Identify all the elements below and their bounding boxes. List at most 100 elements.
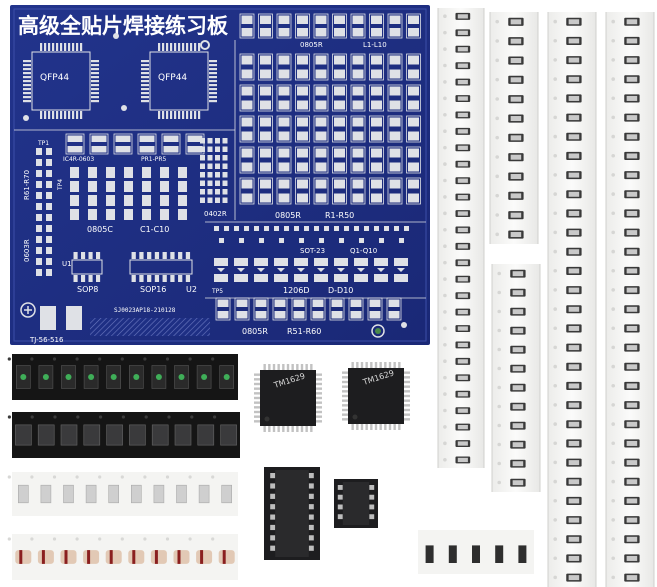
pad-outline xyxy=(350,84,366,112)
pad xyxy=(163,146,179,153)
pad xyxy=(297,69,308,79)
pad-outline xyxy=(350,115,366,143)
component-marking xyxy=(457,457,468,463)
component-marking xyxy=(626,306,638,312)
pin1-marker xyxy=(352,414,358,420)
pad xyxy=(297,100,308,110)
sop16-footprint xyxy=(129,252,193,282)
chip-pin xyxy=(388,362,392,368)
chip-pin xyxy=(254,406,260,409)
component-marking xyxy=(568,517,580,523)
chip-pin xyxy=(393,424,396,430)
capacitor-pad xyxy=(142,195,151,206)
component-marking xyxy=(568,325,580,331)
chip-pin xyxy=(254,415,260,418)
pad xyxy=(297,86,308,96)
qfp-pad xyxy=(91,84,99,87)
qfp-pad xyxy=(48,111,51,119)
capacitor-pad xyxy=(70,167,79,178)
capacitor-component xyxy=(63,484,74,504)
qfp-pad xyxy=(44,111,47,119)
pad xyxy=(139,146,155,153)
chip-pin xyxy=(254,392,260,395)
qfp-pad xyxy=(23,92,31,95)
diode-glass xyxy=(218,550,235,564)
component-marking xyxy=(626,134,638,140)
sop-pad xyxy=(139,252,144,259)
pad xyxy=(408,148,419,158)
chip-pin xyxy=(342,376,348,379)
sot23-component xyxy=(220,424,237,446)
pad-0402 xyxy=(207,189,213,195)
component-marking xyxy=(626,172,638,178)
chip-pin xyxy=(254,387,260,390)
pad xyxy=(260,148,271,158)
diode-pad xyxy=(214,274,228,282)
component-marking xyxy=(457,194,468,200)
capacitor-pad xyxy=(142,167,151,178)
sot-pad xyxy=(234,226,239,231)
chip-pin xyxy=(356,424,359,430)
pad xyxy=(352,100,364,110)
sprocket-hole xyxy=(443,145,447,150)
qfp-pad xyxy=(23,100,31,103)
component-marking xyxy=(626,230,638,236)
sprocket-hole xyxy=(611,326,615,331)
qfp-pad xyxy=(68,43,71,51)
capacitor-pad xyxy=(178,181,187,192)
fiducial-mark xyxy=(200,40,210,50)
chip-pin xyxy=(342,418,348,421)
pad xyxy=(260,100,271,110)
pad-outline xyxy=(313,146,329,174)
component-marking xyxy=(568,249,580,255)
pad xyxy=(408,28,419,37)
pad-outline xyxy=(387,177,403,205)
pad xyxy=(312,311,324,319)
sprocket-hole xyxy=(443,392,447,396)
component-marking xyxy=(568,268,580,274)
sprocket-hole xyxy=(495,77,500,82)
pad-outline xyxy=(258,177,273,205)
qfp-pad xyxy=(170,111,173,119)
component-marking xyxy=(626,115,638,121)
label-0805r-top: 0805R xyxy=(300,41,323,49)
capacitor-pad xyxy=(88,209,97,220)
resistor-tape-strip-4 xyxy=(605,12,655,587)
sprocket-hole xyxy=(7,357,11,361)
pad xyxy=(297,193,308,203)
pad-outline xyxy=(350,177,366,205)
sprocket-hole xyxy=(443,408,447,413)
component-marking xyxy=(568,153,580,159)
pad xyxy=(371,55,382,65)
sprocket-hole xyxy=(121,415,125,419)
sprocket-hole xyxy=(99,415,103,419)
pad xyxy=(371,69,382,79)
pad-outline xyxy=(258,146,273,174)
component-marking xyxy=(626,325,638,331)
pad-0402 xyxy=(215,180,220,186)
pad xyxy=(408,100,419,110)
pad-0603 xyxy=(46,247,52,254)
sop-pad xyxy=(154,275,160,282)
component-marking xyxy=(568,421,580,427)
pad-outline xyxy=(406,115,421,143)
diode-glass xyxy=(83,550,100,564)
pad-0402 xyxy=(207,197,213,203)
chip-pin xyxy=(308,524,314,531)
component-marking xyxy=(510,212,522,218)
pad-0402 xyxy=(222,197,228,203)
battery-pad xyxy=(40,306,56,330)
component-marking xyxy=(457,277,468,282)
pad-0603 xyxy=(36,148,42,155)
pad-0603 xyxy=(36,258,42,265)
chip-pin xyxy=(308,473,314,479)
small-component xyxy=(495,545,504,563)
pad xyxy=(334,15,345,24)
component-marking xyxy=(457,227,468,233)
qfp-pad xyxy=(23,96,31,99)
chip-pin xyxy=(316,387,322,390)
chip-pin xyxy=(404,390,410,393)
component-marking xyxy=(626,19,638,25)
sot23-component xyxy=(129,424,146,446)
capacitor-pad xyxy=(106,167,115,178)
